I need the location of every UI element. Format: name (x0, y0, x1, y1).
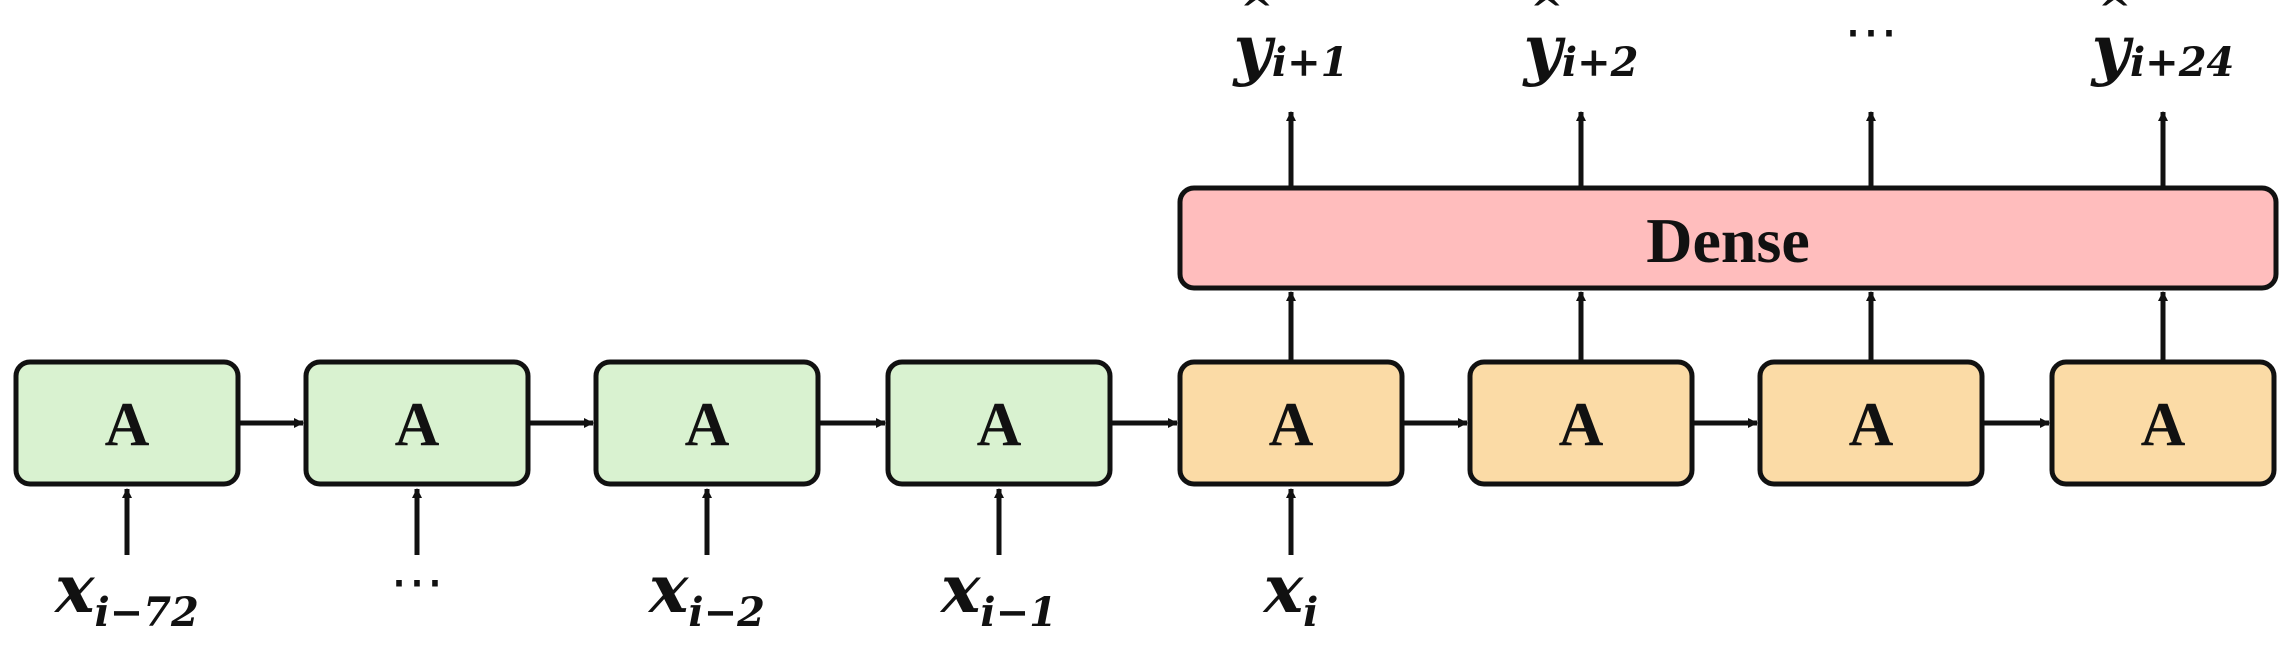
input-base: x (53, 550, 95, 628)
cell-2: A (303, 359, 531, 487)
outputs-row: yi+1^yi+2^⋯yi+24^ (1232, 0, 2235, 186)
input-1: xi−72 (53, 488, 199, 636)
cell-7: A (1757, 359, 1985, 487)
input-label: xi−2 (647, 550, 765, 636)
input-base: x (939, 550, 981, 628)
input-4: xi−1 (939, 488, 1057, 636)
cell-5: A (1177, 359, 1405, 487)
output-base: y (2090, 10, 2135, 88)
output-label: yi+1 (1232, 10, 1349, 88)
input-3: xi−2 (647, 488, 765, 636)
input-5: xi (1262, 488, 1319, 636)
input-subscript: i−72 (94, 589, 198, 636)
cell-8: A (2049, 359, 2277, 487)
cell-label: A (105, 391, 150, 459)
dense-layer: Dense (1177, 185, 2279, 291)
cell-label: A (1269, 391, 1314, 459)
cell-4: A (885, 359, 1113, 487)
output-base: y (1522, 10, 1567, 88)
cell-box (885, 359, 1113, 487)
output-label: yi+24 (2090, 10, 2235, 88)
output-1: yi+1^ (1232, 0, 1349, 186)
cell-box (303, 359, 531, 487)
input-subscript: i−2 (688, 589, 765, 636)
cell-6: A (1467, 359, 1695, 487)
cell-label: A (395, 391, 440, 459)
input-subscript: i (1303, 589, 1318, 636)
cell-3: A (593, 359, 821, 487)
input-2: ⋯ (390, 488, 444, 613)
output-hat: ^ (1530, 0, 1564, 34)
cell-1: A (13, 359, 241, 487)
input-base: x (1262, 550, 1304, 628)
output-label: yi+2 (1522, 10, 1639, 88)
output-hat: ^ (1240, 0, 1274, 34)
input-base: x (647, 550, 689, 628)
cell-box (593, 359, 821, 487)
output-4: yi+24^ (2090, 0, 2235, 186)
cell-label: A (1849, 391, 1894, 459)
output-subscript: i+2 (1562, 39, 1639, 86)
output-hat: ^ (2098, 0, 2132, 34)
input-subscript: i−1 (980, 589, 1057, 636)
output-3: ⋯ (1844, 0, 1898, 186)
input-label: xi−1 (939, 550, 1057, 636)
dense-label: Dense (1646, 205, 1810, 276)
cell-to-dense-arrows (1286, 291, 2168, 362)
cell-box (13, 359, 241, 487)
output-base: y (1232, 10, 1277, 88)
input-ellipsis: ⋯ (390, 550, 444, 613)
output-2: yi+2^ (1522, 0, 1639, 186)
output-subscript: i+24 (2130, 39, 2234, 86)
input-label: xi (1262, 550, 1319, 636)
dense-box (1177, 185, 2279, 291)
cell-label: A (1559, 391, 1604, 459)
output-ellipsis: ⋯ (1844, 0, 1898, 63)
cell-label: A (685, 391, 730, 459)
cell-label: A (977, 391, 1022, 459)
cell-label: A (2141, 391, 2186, 459)
input-label: xi−72 (53, 550, 199, 636)
output-subscript: i+1 (1272, 39, 1349, 86)
